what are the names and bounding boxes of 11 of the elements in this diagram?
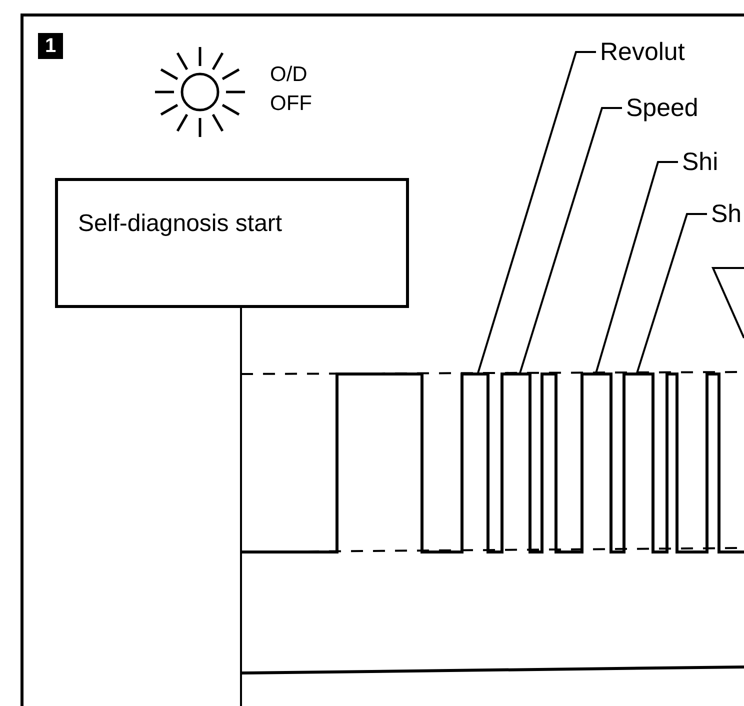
leader-line xyxy=(477,51,596,374)
leader-line xyxy=(595,161,678,374)
signal-label: Shi xyxy=(682,148,718,176)
step-number: 1 xyxy=(38,33,63,59)
signal-label: Speed xyxy=(626,94,698,122)
signal-label: Revolut xyxy=(600,38,685,66)
event-box: Self-diagnosis start xyxy=(55,178,409,308)
lamp-status-text: O/D OFF xyxy=(270,62,313,117)
leader-line xyxy=(636,213,707,374)
signal-label: Sh xyxy=(711,200,742,228)
leader-line xyxy=(519,107,622,374)
